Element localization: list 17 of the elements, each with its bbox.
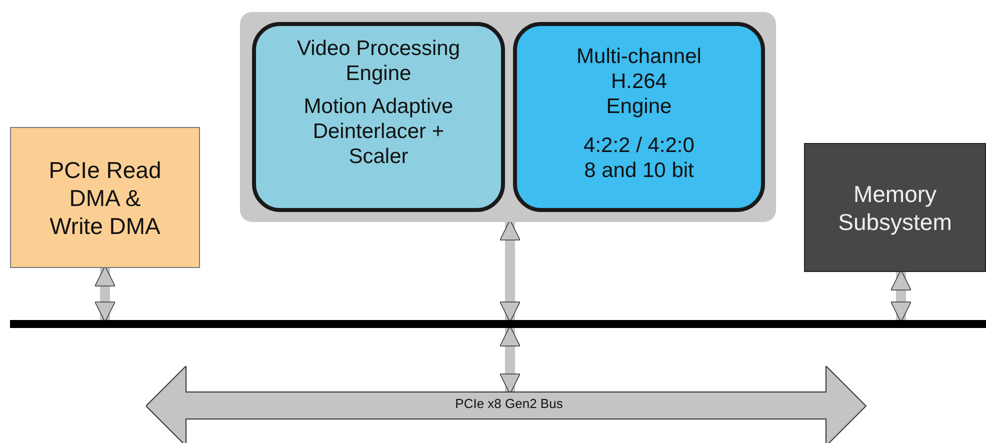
block-title: PCIe Read DMA & Write DMA bbox=[48, 156, 162, 240]
double-arrow bbox=[94, 266, 116, 322]
bus-label: PCIe x8 Gen2 Bus bbox=[455, 396, 563, 412]
block-detail: 4:2:2 / 4:2:0 8 and 10 bit bbox=[582, 133, 696, 183]
block-detail: Motion Adaptive Deinterlacer + Scaler bbox=[302, 94, 454, 169]
block-title: Memory Subsystem bbox=[837, 180, 953, 236]
memory-block bbox=[804, 143, 986, 272]
encoder-engine-box bbox=[513, 22, 765, 212]
double-arrow bbox=[500, 326, 520, 394]
engine-group-panel bbox=[240, 12, 776, 222]
block-title: Video Processing Engine bbox=[296, 36, 462, 86]
double-arrow bbox=[890, 270, 912, 322]
double-arrow bbox=[500, 220, 520, 322]
block-title: Multi-channel H.264 Engine bbox=[576, 44, 702, 119]
processing-engine-box bbox=[252, 22, 505, 212]
dma-block bbox=[10, 127, 200, 268]
internal-bus-bar bbox=[10, 320, 986, 328]
